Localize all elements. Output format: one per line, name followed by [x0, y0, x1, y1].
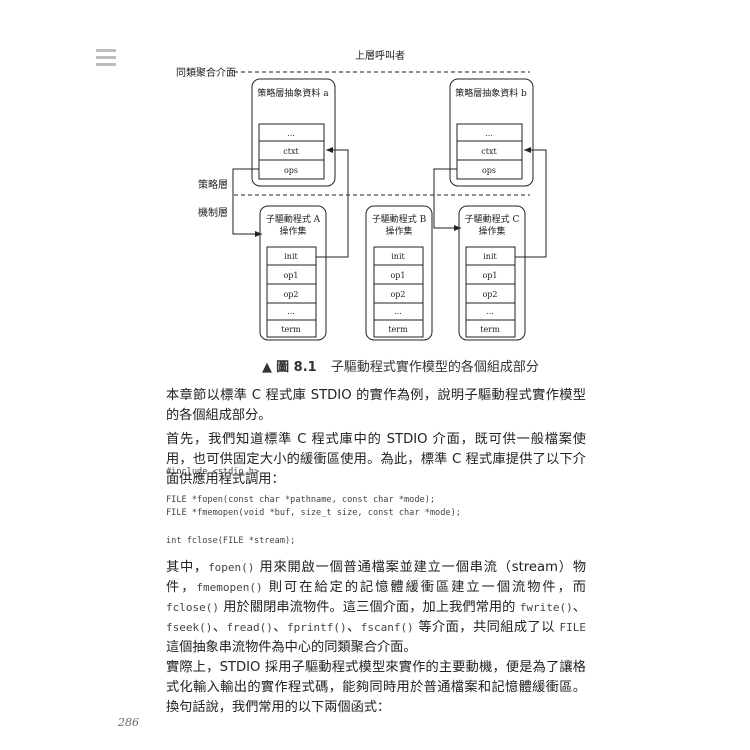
inline-code: FILE	[559, 621, 587, 634]
ops-to-driver-c-arrow	[433, 168, 461, 231]
op-label: term	[480, 325, 500, 334]
driver-title: 子驅動程式 C	[465, 213, 520, 225]
top-caller-label: 上層呼叫者	[355, 50, 405, 62]
op-label: op2	[390, 290, 405, 299]
inline-code: fopen()	[208, 561, 255, 574]
driver-title: 子驅動程式 A	[266, 213, 321, 225]
driver-b: 子驅動程式 B 操作集 init op1 op2 ... term	[365, 205, 433, 341]
code-open-functions: FILE *fopen(const char *pathname, const …	[166, 495, 461, 518]
init-to-ctxt-b-arrow	[515, 147, 547, 258]
caption-text: 子驅動程式實作模型的各個組成部分	[330, 360, 539, 375]
op-label: op2	[283, 290, 298, 299]
driver-c: 子驅動程式 C 操作集 init op1 op2 ... term	[458, 205, 526, 341]
inline-code: fwrite()	[519, 601, 573, 614]
driver-subtitle: 操作集	[279, 225, 306, 237]
driver-subtitle: 操作集	[385, 225, 412, 237]
paragraph-functions: 其中，fopen() 用來開啟一個普通檔案並建立一個串流（stream）物件，f…	[166, 560, 587, 655]
op-label: init	[483, 252, 497, 261]
code-include: #include <stdio.h>	[166, 467, 260, 477]
field-label: ...	[287, 129, 295, 138]
driver-a: 子驅動程式 A 操作集 init op1 op2 ... term	[259, 205, 327, 341]
field-label: ops	[284, 166, 298, 175]
code-fclose: int fclose(FILE *stream);	[166, 536, 296, 546]
inline-code: fmemopen()	[196, 581, 263, 594]
op-label: init	[391, 252, 405, 261]
inline-code: fseek()	[166, 621, 213, 634]
page-number: 286	[118, 716, 139, 729]
op-label: op1	[482, 271, 497, 280]
triangle-icon: ▲	[262, 360, 272, 375]
op-label: op1	[283, 271, 298, 280]
figure-caption: ▲ 圖 8.1 子驅動程式實作模型的各個組成部分	[262, 356, 539, 375]
driver-subtitle: 操作集	[478, 225, 505, 237]
field-label: ctxt	[283, 147, 299, 156]
paragraph-intro: 本章節以標準 C 程式庫 STDIO 的實作為例，說明子驅動程式實作模型的各個組…	[166, 388, 586, 423]
policy-object-b: 策略層抽象資料 b ... ctxt ops	[449, 78, 534, 187]
paragraph-motivation: 實際上，STDIO 採用子驅動程式模型來實作的主要動機，便是為了讓格式化輸入輸出…	[166, 660, 586, 715]
inline-code: fscanf()	[360, 621, 414, 634]
policy-object-a-title: 策略層抽象資料 a	[257, 87, 329, 99]
op-label: ...	[394, 307, 402, 316]
ops-to-driver-a-arrow	[232, 168, 262, 237]
driver-model-diagram: 上層呼叫者 同類聚合介面 策略層 機制層 策略層抽象資料 a ... ctxt …	[176, 50, 547, 341]
op-label: op1	[390, 271, 405, 280]
field-label: ...	[485, 129, 493, 138]
driver-title: 子驅動程式 B	[372, 213, 427, 225]
inline-code: fread()	[226, 621, 273, 634]
same-class-interface-label: 同類聚合介面	[176, 66, 236, 79]
op-label: init	[284, 252, 298, 261]
sidebar-mark	[96, 63, 116, 66]
policy-object-a: 策略層抽象資料 a ... ctxt ops	[251, 78, 336, 187]
op-label: term	[388, 325, 408, 334]
op-label: term	[281, 325, 301, 334]
field-label: ctxt	[481, 147, 497, 156]
op-label: op2	[482, 290, 497, 299]
op-label: ...	[287, 307, 295, 316]
inline-code: fprintf()	[286, 621, 347, 634]
field-label: ops	[482, 166, 496, 175]
inline-code: fclose()	[166, 601, 219, 614]
sidebar-mark	[96, 56, 116, 59]
paragraph-stdio-interface: 首先，我們知道標準 C 程式庫中的 STDIO 介面，既可供一般檔案使用，也可供…	[166, 432, 586, 487]
sidebar-mark	[96, 49, 116, 52]
op-label: ...	[486, 307, 494, 316]
figure-number: 圖 8.1	[276, 360, 317, 375]
policy-object-b-title: 策略層抽象資料 b	[455, 87, 527, 99]
init-to-ctxt-a-arrow	[316, 147, 349, 258]
strategy-layer-label: 策略層	[198, 178, 228, 191]
mechanism-layer-label: 機制層	[198, 206, 228, 219]
